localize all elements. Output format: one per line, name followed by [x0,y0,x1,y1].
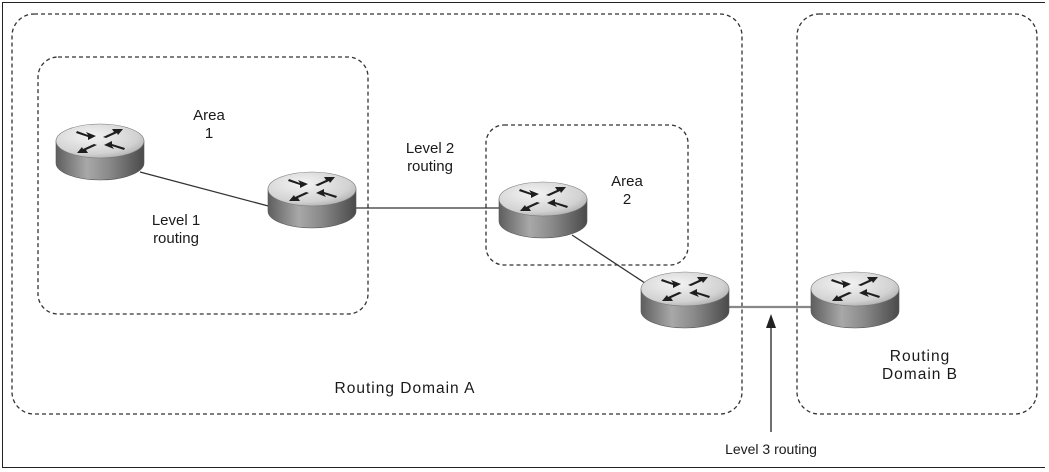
router-icon [55,123,145,181]
domain-b-label-line1: Routing [889,348,951,365]
area-2-boundary [485,124,689,266]
area-1-label-line1: Area [193,107,225,124]
routing-domain-b-boundary [796,13,1038,415]
routing-domain-b-label: Routing Domain B [870,348,970,384]
area-1-label-line2: 1 [204,125,214,142]
level-3-arrow [766,314,776,432]
level-2-label-line2: routing [407,158,453,175]
routing-domain-a-label: Routing Domain A [334,380,476,397]
level-3-routing-label: Level 3 routing [725,441,817,457]
routing-domain-a-boundary [11,13,743,415]
router-icon [640,271,730,329]
area-1-label: Area 1 [186,107,232,143]
area-2-label-line2: 2 [622,191,632,208]
router-icon [810,271,900,329]
domain-b-label-line2: Domain B [881,366,959,383]
area-1-boundary [37,56,369,315]
level-2-routing-label: Level 2 routing [390,140,470,176]
level-1-label-line2: routing [153,230,199,247]
router-icon [267,171,357,229]
area-2-label-line1: Area [611,173,643,190]
router-icon [498,181,588,239]
link-level-1 [139,171,273,208]
level-1-routing-label: Level 1 routing [136,212,216,248]
level-2-label-line1: Level 2 [405,140,455,157]
area-2-label: Area 2 [604,173,650,209]
link-area2-border [571,234,649,286]
level-1-label-line1: Level 1 [151,212,201,229]
